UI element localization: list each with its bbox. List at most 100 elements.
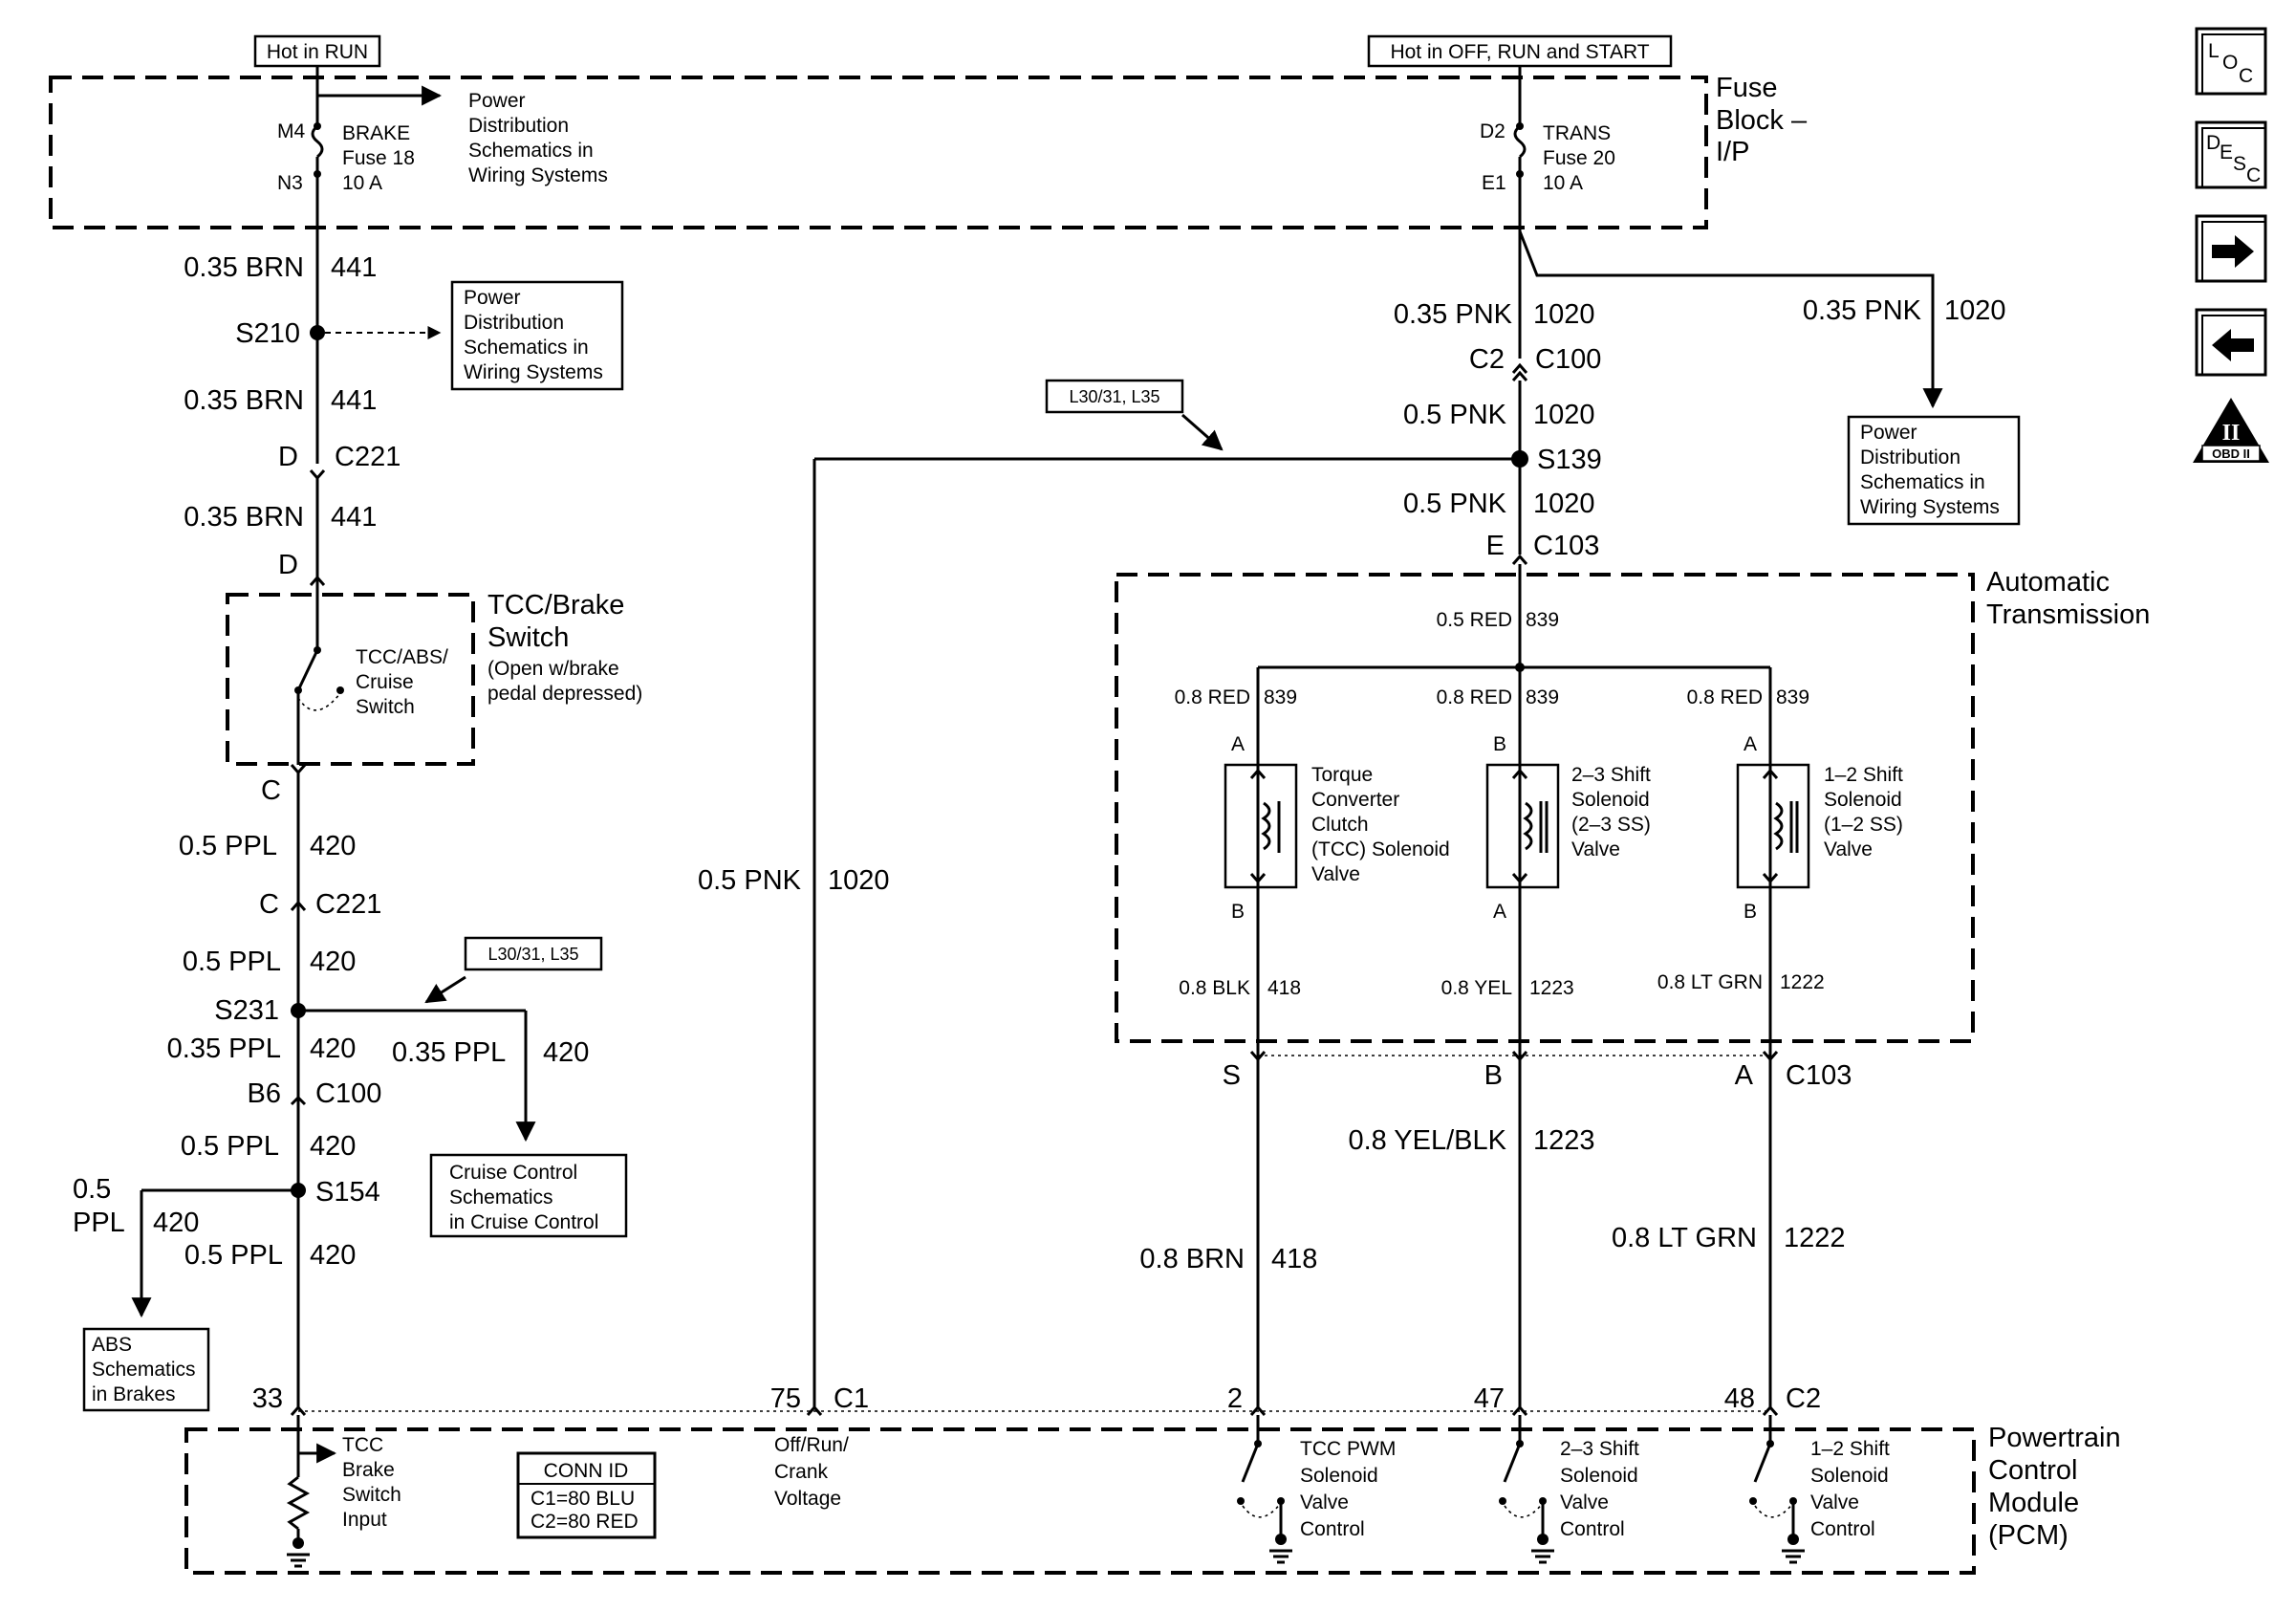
tcc-brake-switch-outline — [226, 593, 475, 766]
svg-text:420: 420 — [310, 1034, 356, 1064]
svg-text:Fuse: Fuse — [1716, 73, 1777, 103]
svg-text:Fuse 20: Fuse 20 — [1543, 147, 1615, 169]
svg-text:Wiring Systems: Wiring Systems — [468, 164, 608, 186]
svg-text:Schematics: Schematics — [449, 1186, 553, 1208]
svg-text:C1=80 BLU: C1=80 BLU — [531, 1488, 635, 1510]
svg-text:Valve: Valve — [1810, 1491, 1859, 1513]
c221-top-connector — [309, 469, 326, 481]
svg-text:Solenoid: Solenoid — [1300, 1465, 1378, 1487]
svg-text:TCC/Brake: TCC/Brake — [487, 590, 624, 620]
svg-text:Converter: Converter — [1311, 789, 1399, 811]
svg-text:A: A — [1744, 733, 1757, 755]
svg-text:A: A — [1493, 901, 1506, 923]
svg-text:441: 441 — [331, 385, 377, 416]
arrow-left-icon[interactable] — [2195, 308, 2267, 377]
option-tag-top: L30/31, L35 — [1045, 379, 1184, 414]
svg-text:1222: 1222 — [1780, 971, 1825, 993]
svg-text:10 A: 10 A — [1543, 172, 1583, 194]
svg-text:0.5 PPL: 0.5 PPL — [183, 947, 281, 977]
shift-1-2-driver: 1–2 Shift Solenoid Valve Control — [1749, 1415, 1890, 1564]
svg-text:0.5 PNK: 0.5 PNK — [1403, 489, 1507, 519]
loc-icon[interactable]: L O C — [2195, 27, 2267, 96]
svg-text:Valve: Valve — [1824, 838, 1873, 860]
svg-text:B: B — [1493, 733, 1506, 755]
svg-text:Switch: Switch — [487, 622, 569, 653]
svg-text:C2: C2 — [1469, 344, 1505, 375]
svg-text:Schematics: Schematics — [92, 1359, 196, 1381]
svg-text:0.5 PPL: 0.5 PPL — [184, 1240, 283, 1271]
svg-text:C: C — [261, 775, 281, 806]
pcm-outline — [184, 1427, 1976, 1575]
svg-text:0.35 PNK: 0.35 PNK — [1803, 295, 1922, 326]
svg-text:Distribution: Distribution — [464, 312, 564, 334]
svg-text:441: 441 — [331, 502, 377, 533]
tcc-switch-label: TCC/ABS/ Cruise Switch — [356, 646, 448, 718]
svg-text:C221: C221 — [315, 889, 381, 920]
svg-text:Automatic: Automatic — [1986, 567, 2110, 598]
svg-text:(TCC) Solenoid: (TCC) Solenoid — [1311, 838, 1450, 860]
svg-text:Solenoid: Solenoid — [1571, 789, 1650, 811]
svg-text:Torque: Torque — [1311, 764, 1373, 786]
trans-fuse-pin-out: E1 — [1482, 172, 1506, 194]
svg-text:Transmission: Transmission — [1986, 599, 2150, 630]
svg-text:S210: S210 — [235, 318, 300, 349]
svg-text:Hot in RUN: Hot in RUN — [267, 41, 368, 63]
svg-text:Schematics in: Schematics in — [468, 140, 594, 162]
svg-text:Cruise Control: Cruise Control — [449, 1162, 577, 1184]
tcc-brake-input-circuit — [286, 1415, 337, 1568]
svg-text:0.8 RED: 0.8 RED — [1437, 686, 1512, 708]
svg-text:1222: 1222 — [1784, 1223, 1846, 1253]
svg-text:A: A — [1735, 1060, 1754, 1091]
tcc-switch-blade — [296, 649, 319, 691]
svg-text:1223: 1223 — [1533, 1125, 1595, 1156]
svg-text:47: 47 — [1474, 1383, 1505, 1414]
svg-text:Solenoid: Solenoid — [1824, 789, 1902, 811]
obd-ii-icon[interactable]: II OBD II — [2193, 398, 2269, 463]
svg-text:420: 420 — [310, 831, 356, 861]
svg-text:C2: C2 — [1786, 1383, 1821, 1414]
svg-text:Control: Control — [1300, 1518, 1365, 1540]
svg-text:0.8 YEL: 0.8 YEL — [1441, 977, 1512, 999]
cruise-ref: Cruise Control Schematics in Cruise Cont… — [429, 1153, 628, 1238]
brake-fuse-label: BRAKE Fuse 18 10 A — [342, 122, 415, 194]
tcc-pwm-driver: TCC PWM Solenoid Valve Control — [1237, 1415, 1396, 1564]
svg-text:Wiring Systems: Wiring Systems — [464, 361, 603, 383]
svg-text:0.8 RED: 0.8 RED — [1175, 686, 1250, 708]
desc-icon[interactable]: D E S C — [2195, 120, 2267, 189]
automatic-transmission-outline — [1115, 573, 1975, 1043]
pcm-title: Powertrain Control Module (PCM) — [1988, 1423, 2121, 1551]
brake-fuse-symbol — [311, 124, 324, 159]
svg-text:(1–2 SS): (1–2 SS) — [1824, 814, 1903, 836]
svg-text:Switch: Switch — [342, 1484, 401, 1506]
shift-solenoid-1-2: 0.8 RED 839 A 1–2 Shift Solenoid (1–2 SS… — [1657, 667, 1903, 1059]
fuse-block-outline — [49, 76, 1708, 229]
svg-text:B: B — [1744, 901, 1757, 923]
splice-s210 — [310, 325, 325, 340]
svg-text:L30/31, L35: L30/31, L35 — [1069, 387, 1159, 406]
svg-text:Power: Power — [1860, 422, 1917, 444]
svg-text:Clutch: Clutch — [1311, 814, 1369, 836]
trans-fuse-pin-in: D2 — [1480, 120, 1505, 142]
shift-2-3-driver: 2–3 Shift Solenoid Valve Control — [1499, 1415, 1639, 1564]
svg-text:1–2 Shift: 1–2 Shift — [1810, 1438, 1890, 1460]
arrow-right-icon[interactable] — [2195, 214, 2267, 283]
svg-text:C: C — [259, 889, 279, 920]
svg-text:Valve: Valve — [1560, 1491, 1609, 1513]
svg-text:(2–3 SS): (2–3 SS) — [1571, 814, 1651, 836]
svg-text:in Cruise Control: in Cruise Control — [449, 1211, 598, 1233]
svg-text:C1: C1 — [834, 1383, 869, 1414]
c103-bottom-connector: S B A C103 — [1223, 1051, 1852, 1091]
svg-text:S231: S231 — [214, 995, 279, 1026]
svg-text:C100: C100 — [315, 1078, 381, 1109]
svg-text:48: 48 — [1724, 1383, 1755, 1414]
svg-text:S139: S139 — [1537, 445, 1602, 475]
svg-text:Solenoid: Solenoid — [1810, 1465, 1889, 1487]
svg-text:B: B — [1231, 901, 1245, 923]
c100-left-connector — [290, 1095, 307, 1106]
svg-text:OBD II: OBD II — [2212, 446, 2250, 461]
svg-text:C100: C100 — [1535, 344, 1601, 375]
svg-text:0.35 BRN: 0.35 BRN — [184, 385, 304, 416]
svg-text:TCC: TCC — [342, 1434, 383, 1456]
svg-text:Brake: Brake — [342, 1459, 395, 1481]
